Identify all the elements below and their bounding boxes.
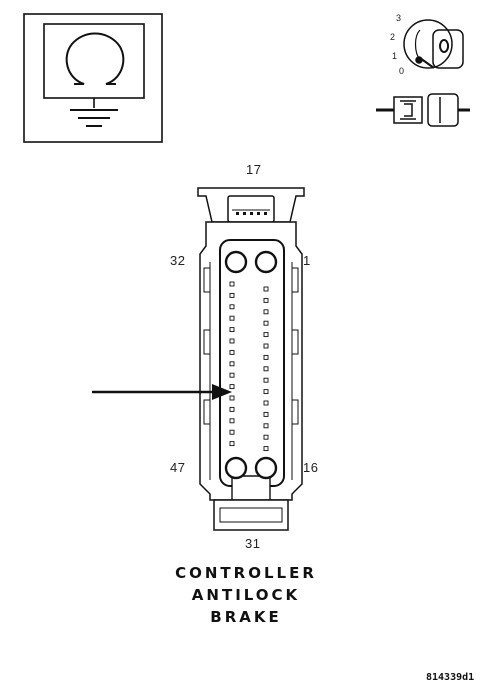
- latch-terminal: [264, 212, 267, 215]
- pin-cavity: [229, 372, 235, 378]
- pin-cavity: [229, 327, 235, 333]
- pin-cavity: [229, 384, 235, 390]
- pin-cavity: [229, 315, 235, 321]
- pin-cavity: [229, 395, 235, 401]
- pin-cavity: [263, 320, 269, 326]
- key-position-2: 2: [390, 32, 396, 42]
- pin-cavity-grid: [229, 212, 269, 452]
- arrow-right-icon: [92, 384, 232, 400]
- pin-label-top: 17: [246, 162, 262, 177]
- ignition-key-icon: [403, 19, 464, 69]
- pin-cavity: [263, 411, 269, 417]
- caption-line-3: BRAKE: [210, 608, 282, 626]
- pin-cavity: [263, 286, 269, 292]
- caption-line-2: ANTILOCK: [191, 586, 301, 604]
- pin-label-upper-right: 1: [303, 253, 311, 268]
- key-position-0: 0: [399, 66, 405, 76]
- pin-cavity: [229, 361, 235, 367]
- pin-cavity: [263, 332, 269, 338]
- pin-cavity: [263, 297, 269, 303]
- pin-cavity: [229, 349, 235, 355]
- pin-label-upper-left: 32: [170, 253, 186, 268]
- pin-cavity: [229, 418, 235, 424]
- pin-label-lower-left: 47: [170, 460, 186, 475]
- figure-code: 814339d1: [426, 672, 475, 683]
- latch-terminal: [250, 212, 253, 215]
- key-position-3: 3: [396, 13, 402, 23]
- pin-cavity: [263, 354, 269, 360]
- latch-terminal: [257, 212, 260, 215]
- pin-cavity: [263, 434, 269, 440]
- latch-terminal: [243, 212, 246, 215]
- pin-cavity: [229, 406, 235, 412]
- pin-cavity: [263, 366, 269, 372]
- pin-cavity: [263, 377, 269, 383]
- key-position-1: 1: [392, 51, 398, 61]
- pin-label-lower-right: 16: [303, 460, 319, 475]
- pin-cavity: [229, 304, 235, 310]
- pin-cavity: [229, 338, 235, 344]
- pin-label-bottom: 31: [245, 536, 261, 551]
- connector-lock-icon: [376, 93, 470, 127]
- pin-cavity: [229, 441, 235, 447]
- latch-terminal: [236, 212, 239, 215]
- pin-cavity: [263, 400, 269, 406]
- caption-line-1: CONTROLLER: [175, 564, 317, 582]
- ground-symbol-icon: [23, 13, 163, 143]
- pin-cavity: [263, 423, 269, 429]
- pin-cavity: [229, 292, 235, 298]
- pin-cavity: [263, 343, 269, 349]
- pin-cavity: [229, 429, 235, 435]
- connector-body: [197, 187, 305, 531]
- pin-cavity: [263, 389, 269, 395]
- pin-cavity: [229, 281, 235, 287]
- pin-cavity: [263, 446, 269, 452]
- pin-cavity: [263, 309, 269, 315]
